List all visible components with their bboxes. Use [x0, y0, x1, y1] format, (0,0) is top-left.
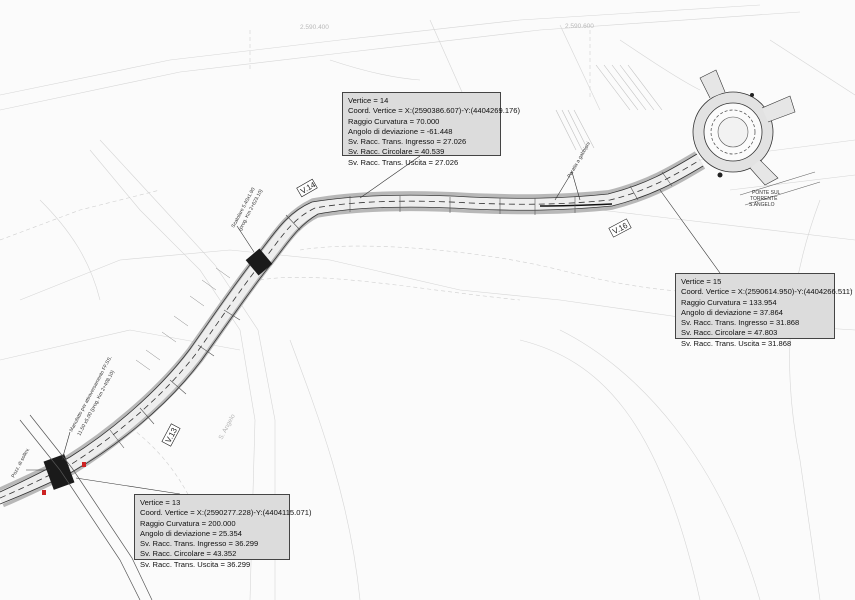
vertex-coord: Coord. Vertice = X:(2590386.607)-Y:(4404…: [348, 106, 521, 116]
pozzo-label: Pozz. di sollev.: [10, 447, 31, 479]
vertex-radius: Raggio Curvatura = 70.000: [348, 116, 440, 126]
vertex-trans-in: Sv. Racc. Trans. Ingresso = 27.026: [348, 137, 467, 147]
svg-text:2.590.400: 2.590.400: [300, 24, 329, 31]
vertex-label-v14: V.14: [299, 180, 318, 196]
vertex-trans-out: Sv. Racc. Trans. Uscita = 31.868: [681, 338, 792, 348]
box-culvert-structure: [245, 248, 273, 276]
vertex-15-info-box: Vertice = 15 Coord. Vertice = X:(2590614…: [675, 273, 853, 348]
leader-lines: [26, 155, 721, 495]
vertex-circular: Sv. Racc. Circolare = 40.539: [348, 147, 445, 157]
vertex-angle: Angolo di deviazione = -61.448: [348, 126, 453, 136]
ponte-label-line2: TORRENTE: [750, 196, 778, 202]
ponte-label-line3: S.ANGELO: [749, 202, 775, 208]
vertex-title: Vertice = 13: [140, 498, 181, 507]
vertex-angle: Angolo di deviazione = 37.864: [681, 307, 783, 317]
vertex-title: Vertice = 14: [348, 96, 389, 105]
vertex-radius: Raggio Curvatura = 133.954: [681, 297, 777, 307]
manufatto-label-line1: Manufatto per attraversamento FF.SS.: [68, 355, 113, 433]
vertex-coord: Coord. Vertice = X:(2590614.950)-Y:(4404…: [681, 287, 853, 297]
vertex-13-info-box: Vertice = 13 Coord. Vertice = X:(2590277…: [134, 494, 312, 569]
roundabout: [692, 69, 796, 186]
vertex-radius: Raggio Curvatura = 200.000: [140, 518, 236, 528]
ponte-label-line1: PONTE SUL: [752, 190, 781, 196]
svg-text:S. Angelo: S. Angelo: [218, 413, 237, 441]
vertex-angle: Angolo di deviazione = 25.354: [140, 528, 242, 538]
paratia-label: Paratia a gabbioni: [567, 141, 592, 179]
vertex-trans-out: Sv. Racc. Trans. Uscita = 27.026: [348, 157, 459, 167]
vertex-circular: Sv. Racc. Circolare = 47.803: [681, 328, 778, 338]
bridge-sant-angelo: [739, 171, 821, 206]
svg-text:2.590.600: 2.590.600: [565, 23, 594, 30]
road-alignment: [0, 151, 706, 508]
railway-line: [19, 414, 153, 600]
vertex-trans-in: Sv. Racc. Trans. Ingresso = 36.299: [140, 539, 259, 549]
vertex-coord: Coord. Vertice = X:(2590277.228)-Y:(4404…: [140, 508, 312, 518]
railway-crossing-structure: [43, 454, 75, 490]
vertex-trans-out: Sv. Racc. Trans. Uscita = 36.299: [140, 559, 251, 569]
hatched-area: [555, 64, 663, 151]
vertex-circular: Sv. Racc. Circolare = 43.352: [140, 549, 237, 559]
vertex-trans-in: Sv. Racc. Trans. Ingresso = 31.868: [681, 318, 800, 328]
vertex-title: Vertice = 15: [681, 277, 722, 286]
vertex-14-info-box: Vertice = 14 Coord. Vertice = X:(2590386…: [342, 92, 521, 167]
